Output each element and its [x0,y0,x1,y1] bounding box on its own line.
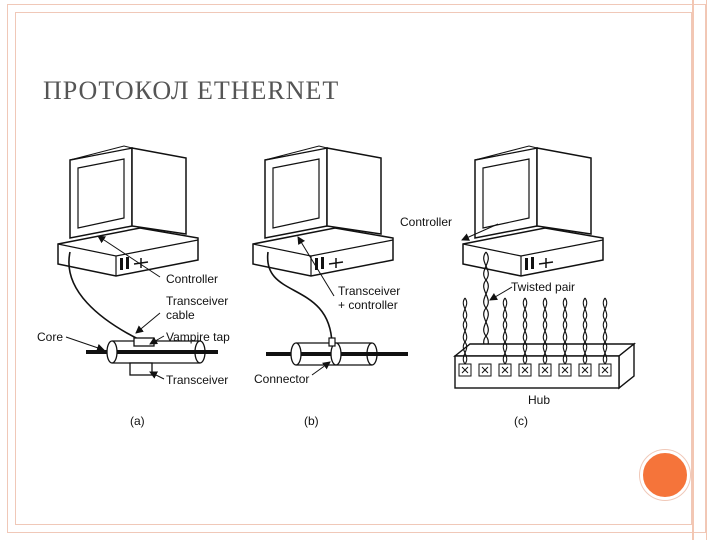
label-controller-a: Controller [166,272,218,286]
label-transceiver-cable-a-2: cable [166,308,195,322]
label-transceiver-controller-2: + controller [338,298,398,312]
computer-b [252,145,394,277]
label-vampire-tap: Vampire tap [166,330,230,344]
label-core: Core [37,330,63,344]
label-hub: Hub [528,393,550,407]
computer-a [57,145,199,277]
label-controller-c: Controller [400,215,452,229]
decorative-dot [640,450,690,500]
cable-b [266,251,333,345]
transceiver-box [129,362,153,376]
hub-ports [458,363,612,377]
slide-frame-band-outer [706,0,707,540]
slide-frame-inner [15,12,692,525]
vampire-tap [133,337,155,347]
slide-frame-outer [7,4,706,533]
label-connector: Connector [254,372,309,386]
caption-a: (a) [130,414,145,428]
twisted-pairs-hub [462,297,608,365]
connector [330,342,342,366]
label-twisted-pair: Twisted pair [511,280,575,294]
caption-b: (b) [304,414,319,428]
label-transceiver: Transceiver [166,373,228,387]
transceiver-cable-a [68,251,141,341]
slide-frame-band [692,0,694,540]
label-transceiver-controller-1: Transceiver [338,284,400,298]
caption-c: (c) [514,414,528,428]
slide-title: ПРОТОКОЛ ETHERNET [43,76,340,105]
label-transceiver-cable-a-1: Transceiver [166,294,228,308]
